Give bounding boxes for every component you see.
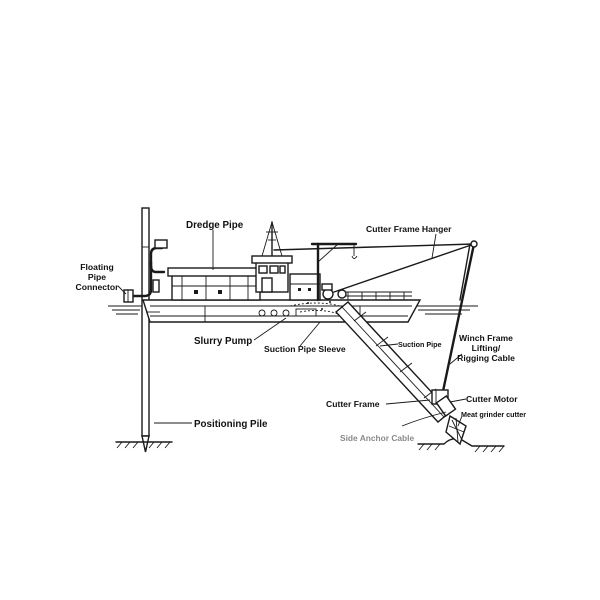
label-cutter-frame-hanger: Cutter Frame Hanger — [366, 224, 452, 234]
label-cutter-frame: Cutter Frame — [326, 399, 380, 409]
deck-crane — [310, 242, 358, 302]
floating-pipe-connector — [123, 239, 168, 303]
label-floating-pipe-connector-line1: Floating — [80, 262, 113, 272]
label-positioning-pile: Positioning Pile — [194, 419, 268, 430]
leader-lines — [117, 230, 467, 427]
control-cabin — [251, 255, 293, 293]
label-cutter-motor: Cutter Motor — [466, 394, 518, 404]
seabed-left — [115, 441, 173, 449]
water-surface — [108, 305, 478, 315]
label-winch-frame-line2: Lifting/ — [472, 343, 501, 353]
label-slurry-pump: Slurry Pump — [194, 336, 252, 347]
meat-grinder-cutter — [445, 414, 467, 446]
mast — [261, 221, 283, 257]
label-meat-grinder-cutter: Meat grinder cutter — [461, 410, 526, 419]
label-winch-frame-line3: Rigging Cable — [457, 353, 515, 363]
label-side-anchor-cable: Side Anchor Cable — [340, 433, 414, 443]
dredge-pipe-housing — [171, 274, 261, 301]
deck-winches — [321, 283, 347, 300]
winch-frame — [440, 242, 476, 398]
cutter-motor — [435, 395, 457, 417]
deck-railing — [340, 291, 412, 300]
suction-pipe-sleeve — [289, 301, 341, 315]
label-dredge-pipe: Dredge Pipe — [186, 220, 244, 231]
dredge-pipe — [167, 267, 265, 277]
label-winch-frame-line1: Winch Frame — [459, 333, 513, 343]
pontoon-hull — [142, 299, 422, 323]
label-floating-pipe-connector-line3: Connector — [76, 282, 120, 292]
winch-house — [289, 273, 321, 301]
label-suction-pipe: Suction Pipe — [398, 340, 442, 349]
positioning-pile — [141, 207, 150, 453]
cutter-frame-hanger — [273, 240, 478, 293]
label-floating-pipe-connector-line2: Pipe — [88, 272, 106, 282]
label-suction-pipe-sleeve: Suction Pipe Sleeve — [264, 344, 346, 354]
side-anchor-cable — [401, 411, 447, 427]
